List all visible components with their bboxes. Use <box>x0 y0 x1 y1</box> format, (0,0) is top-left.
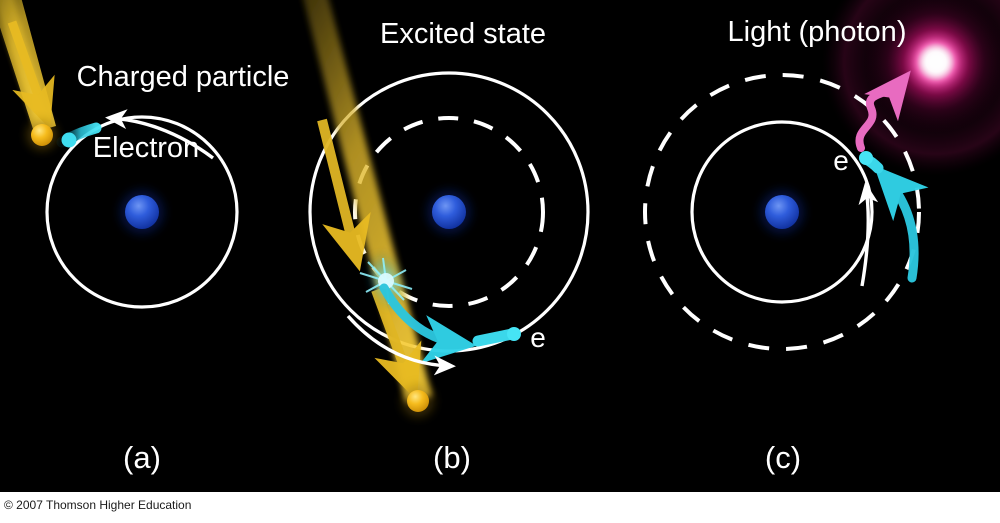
electron-symbol-b: e <box>530 322 546 353</box>
excited-state-label: Excited state <box>379 18 547 50</box>
panel-a-graphics <box>0 0 239 309</box>
electron-motion-trail-b <box>472 328 518 347</box>
nucleus-a <box>125 195 159 229</box>
charged-particle-beam-b <box>303 0 434 417</box>
charged-particle-b <box>407 390 429 412</box>
nucleus-c <box>765 195 799 229</box>
charged-particle-beam-a <box>0 0 57 150</box>
electron-motion-arrow-c <box>873 165 929 283</box>
beam-trail-b <box>303 0 432 402</box>
collision-flash-b <box>359 251 413 311</box>
electron-symbol-c: e <box>833 145 849 176</box>
nucleus-b <box>432 195 466 229</box>
charged-particle-a <box>31 124 53 146</box>
panel-caption-b: (b) <box>433 440 471 475</box>
beam-direction-arrow-a <box>7 20 55 129</box>
electron-particle-c <box>859 151 873 165</box>
electron-label: Electron <box>92 132 200 164</box>
light-photon-label: Light (photon) <box>727 16 907 48</box>
electron-direction-arrow-c <box>858 182 879 287</box>
electron-trail-c <box>859 151 929 283</box>
panel-caption-c: (c) <box>764 440 802 475</box>
electron-motion-arrow-b <box>379 283 477 364</box>
electron-particle-b <box>507 327 521 341</box>
beam-direction-arrow-b1 <box>317 118 371 272</box>
diagram-stage: Charged particle Electron Excited state … <box>0 0 1000 492</box>
photon-wave-arrow-c <box>855 70 911 152</box>
panel-b-graphics <box>303 0 590 417</box>
diagram-svg <box>0 0 1000 417</box>
ground-state-orbit-c <box>690 120 874 304</box>
charged-particle-label: Charged particle <box>76 61 290 93</box>
electron-direction-arrow-a <box>105 109 215 160</box>
panel-c-graphics <box>643 0 1000 351</box>
electron-direction-arrow-b <box>346 314 456 376</box>
ground-state-orbit-a <box>45 115 239 309</box>
photon-core-c <box>921 47 951 77</box>
electron-particle-a <box>61 132 77 148</box>
electron-trail-a <box>56 122 102 148</box>
electron-trail-b <box>379 283 521 364</box>
copyright-notice: © 2007 Thomson Higher Education <box>0 492 1000 523</box>
panel-caption-a: (a) <box>123 440 161 475</box>
